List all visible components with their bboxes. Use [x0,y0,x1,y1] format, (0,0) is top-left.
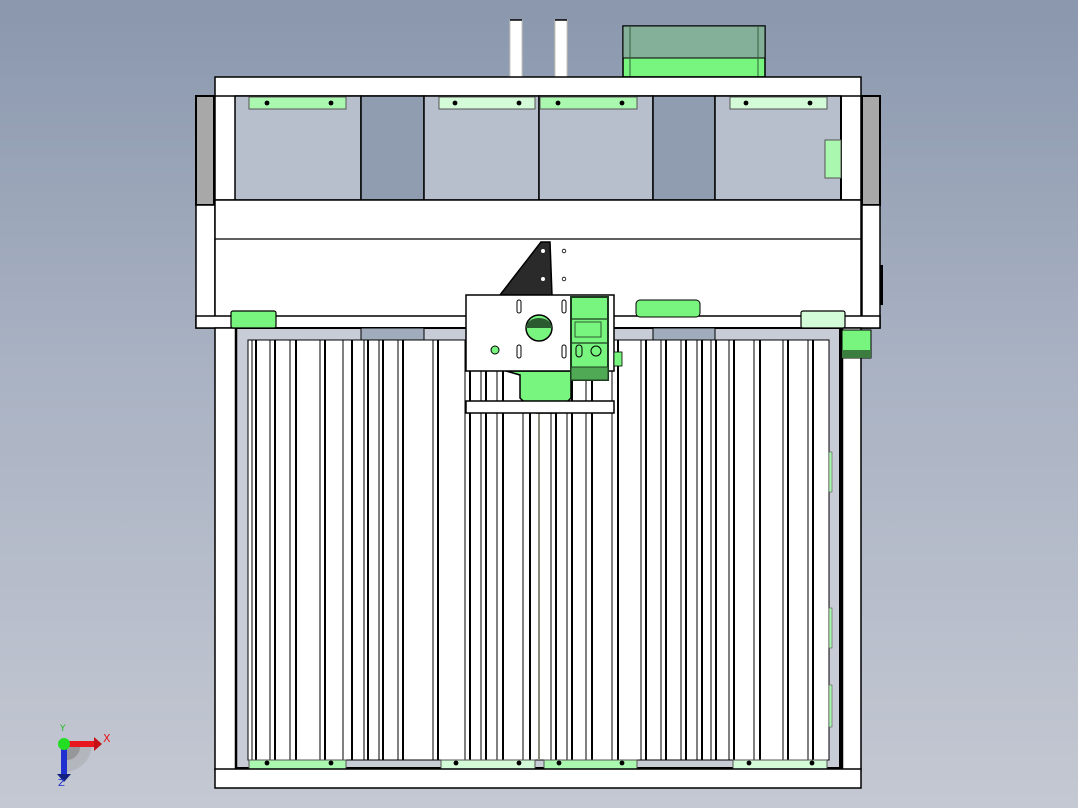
bolt-hole [328,760,334,766]
mount-slot [561,344,567,359]
edge-tab-2 [828,607,833,649]
module-base [570,366,609,381]
bolt-hole [328,100,334,106]
module-knob[interactable] [590,345,602,357]
bracket-hole [541,277,545,281]
upper-panel-4[interactable] [538,95,654,201]
mount-slot [516,344,522,359]
bolt-hole [807,100,813,106]
gantry-end-mark [880,265,883,305]
top-clamp-4[interactable] [729,96,828,110]
bolt-hole [516,760,522,766]
controller-module[interactable] [570,296,609,381]
right-frame-post[interactable] [861,204,881,329]
indicator-dot [490,345,500,355]
gantry-tab[interactable] [635,299,701,318]
top-frame-bar[interactable] [214,76,862,98]
bolt-hole [746,760,752,766]
side-connector[interactable] [824,139,842,179]
bolt-hole [555,100,561,106]
edge-tab-1 [828,451,833,493]
side-block-2[interactable] [861,95,881,206]
bolt-hole [264,100,270,106]
upper-panel-2[interactable] [360,95,425,201]
y-motor-base [842,350,871,358]
axis-x-label: X [103,732,111,745]
rail-band-1 [360,327,425,341]
bolt-hole [619,760,625,766]
electronics-box-lid[interactable] [622,25,766,59]
bolt-hole [809,760,815,766]
guide-post-1[interactable] [509,19,523,78]
axis-z-label: Z [58,778,65,789]
upper-panel-1[interactable] [234,95,362,201]
gantry-clamp-2[interactable] [800,310,846,329]
bolt-hole [516,100,522,106]
upper-panel-5[interactable] [652,95,716,201]
rail-band-2 [652,327,716,341]
gantry-clamp-1[interactable] [230,310,277,329]
mount-slot [561,299,567,314]
bolt-hole [453,760,459,766]
bracket-hole [561,248,567,254]
bracket-hole [561,276,567,282]
bottom-frame-bar[interactable] [214,768,862,789]
bolt-hole [452,100,458,106]
axis-y-label: Y [60,724,66,734]
bolt-hole [556,760,562,766]
mount-slot [516,299,522,314]
bolt-hole [264,760,270,766]
axis-triad-icon [57,737,102,782]
side-block-1[interactable] [195,95,215,206]
top-clamp-2[interactable] [438,96,536,110]
module-switch[interactable] [575,344,583,358]
upper-panel-3[interactable] [423,95,540,201]
bolt-hole [619,100,625,106]
carriage-crossbar[interactable] [465,400,615,414]
spindle-shadow [526,318,552,328]
top-clamp-1[interactable] [248,96,347,110]
bracket-hole [541,249,545,253]
bolt-hole [743,100,749,106]
edge-tab-3 [828,684,833,728]
coordinate-triad: X Y Z [52,724,122,792]
left-frame-post[interactable] [195,204,216,329]
side-tab [613,351,623,367]
upper-panel-6[interactable] [714,95,842,201]
top-clamp-3[interactable] [539,96,638,110]
module-window [574,321,602,338]
guide-post-2[interactable] [554,19,568,78]
